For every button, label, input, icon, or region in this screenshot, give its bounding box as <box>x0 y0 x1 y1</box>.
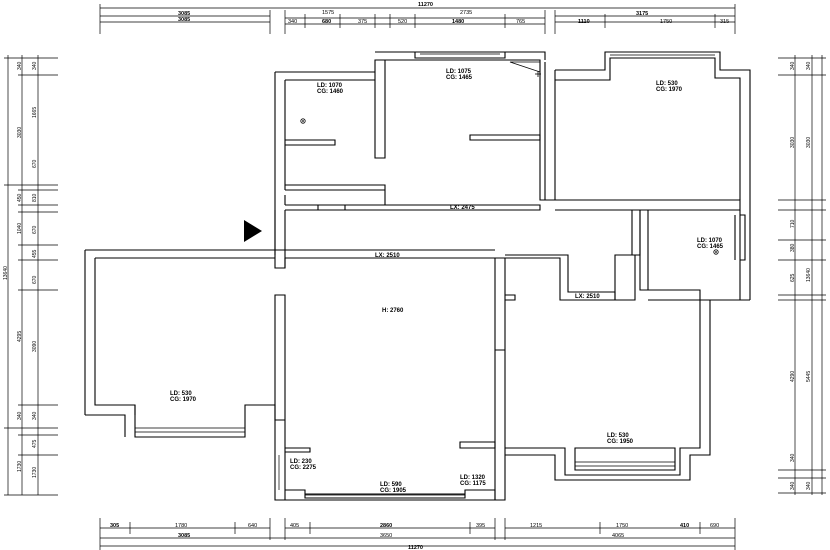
bottom-dim-c: 640 <box>248 523 257 529</box>
r3-cg: CG: 1970 <box>656 87 683 93</box>
right-total-dim: 13640 <box>806 268 812 282</box>
left-dim-18: 1730 <box>32 467 38 478</box>
r4-cg: CG: 1465 <box>697 244 724 250</box>
top-dim-m: 1750 <box>660 19 672 25</box>
right-dim-9: 5445 <box>806 371 812 382</box>
left-dimension-labels: 13640 340 340 1665 3030 670 450 810 1040… <box>3 61 38 478</box>
top-dim-c: 340 <box>288 19 297 25</box>
right-dim-5: 710 <box>790 219 796 228</box>
left-dim-9: 670 <box>32 225 38 234</box>
left-dim-13: 3090 <box>32 341 38 352</box>
right-dim-10: 340 <box>790 453 796 462</box>
top-dim-l: 1110 <box>578 19 590 25</box>
plus-marker-icon <box>535 71 541 77</box>
light-fixture-icon <box>300 118 306 124</box>
right-dim-11: 340 <box>790 481 796 490</box>
r2-cg: CG: 1465 <box>446 75 473 81</box>
bottom-dim-d: 405 <box>290 523 299 529</box>
left-dim-6: 450 <box>17 193 23 202</box>
left-dim-16: 475 <box>32 439 38 448</box>
right-dim-4: 3030 <box>806 137 812 148</box>
left-dim-10: 455 <box>32 249 38 258</box>
top-dim-k: 3175 <box>636 11 648 17</box>
top-dim-a: 3085 <box>178 11 190 17</box>
r2-ld: LD: 1075 <box>446 69 472 75</box>
top-dim-e: 375 <box>358 19 367 25</box>
bottom-dim-g: 1215 <box>530 523 542 529</box>
r6-ld: LD: 530 <box>607 433 629 439</box>
r8-cg: CG: 1905 <box>380 488 407 494</box>
beam-lx-3: LX: 2510 <box>575 294 600 300</box>
bottom-dim-e: 2860 <box>380 523 392 529</box>
right-dim-3: 3030 <box>790 137 796 148</box>
left-dim-14: 340 <box>17 411 23 420</box>
r1-ld: LD: 1070 <box>317 83 343 89</box>
bottom-dim-i: 410 <box>680 523 689 529</box>
beam-lx-2: LX: 2510 <box>375 253 400 259</box>
left-dim-12: 4295 <box>17 331 23 342</box>
entrance-arrow-icon <box>244 220 262 242</box>
left-dim-7: 810 <box>32 193 38 202</box>
bottom-dim-a: 305 <box>110 523 119 529</box>
beam-labels: LX: 2475 LX: 2510 LX: 2510 H: 2760 <box>375 205 600 314</box>
top-dimension-lines <box>99 4 736 34</box>
r5-cg: CG: 1970 <box>170 397 197 403</box>
r5-ld: LD: 530 <box>170 391 192 397</box>
room-labels: LD: 1070 CG: 1460 LD: 1075 CG: 1465 LD: … <box>170 69 724 494</box>
beam-lx-1: LX: 2475 <box>450 205 475 211</box>
r4-ld: LD: 1070 <box>697 238 723 244</box>
walls <box>84 51 751 501</box>
r1-cg: CG: 1460 <box>317 89 344 95</box>
bottom-dim-j: 690 <box>710 523 719 529</box>
top-dim-f: 1575 <box>322 10 334 16</box>
r3-ld: LD: 530 <box>656 81 678 87</box>
right-dim-1: 340 <box>790 61 796 70</box>
r9-ld: LD: 1320 <box>460 475 486 481</box>
top-dim-d: 680 <box>322 19 331 25</box>
left-total-dim: 13640 <box>3 266 9 280</box>
bottom-dim-k: 3085 <box>178 533 190 539</box>
r8-ld: LD: 590 <box>380 482 402 488</box>
right-dim-8: 4290 <box>790 371 796 382</box>
top-dim-i: 765 <box>516 19 525 25</box>
right-dim-12: 340 <box>806 481 812 490</box>
top-total-dim: 11270 <box>418 2 433 8</box>
bottom-dimension-lines <box>99 518 736 550</box>
height-label: H: 2760 <box>382 308 404 314</box>
top-dim-j: 2735 <box>460 10 472 16</box>
left-dim-17: 1730 <box>17 461 23 472</box>
bottom-total-dim: 11270 <box>408 545 423 550</box>
r9-cg: CG: 1175 <box>460 481 486 487</box>
bottom-dim-f: 395 <box>476 523 485 529</box>
left-dim-1: 340 <box>17 61 23 70</box>
bottom-dim-h: 1750 <box>616 523 628 529</box>
left-dim-2: 340 <box>32 61 38 70</box>
bottom-dim-m: 4065 <box>612 533 624 539</box>
right-dim-6: 380 <box>790 243 796 252</box>
top-dim-h: 1480 <box>452 19 464 25</box>
bottom-dim-b: 1780 <box>175 523 187 529</box>
bottom-dim-l: 3650 <box>380 533 392 539</box>
r6-cg: CG: 1950 <box>607 439 634 445</box>
r7-cg: CG: 2275 <box>290 465 317 471</box>
right-dim-7: 625 <box>790 273 796 282</box>
top-dim-g: 520 <box>398 19 407 25</box>
left-dim-5: 670 <box>32 159 38 168</box>
r7-ld: LD: 230 <box>290 459 312 465</box>
left-dim-4: 3030 <box>17 127 23 138</box>
left-dim-15: 340 <box>32 411 38 420</box>
top-dim-n: 315 <box>720 19 729 25</box>
right-dimension-labels: 340 340 3030 3030 710 380 625 13640 4290… <box>790 61 812 490</box>
left-dim-3: 1665 <box>32 107 38 118</box>
left-dimension-lines <box>4 55 58 496</box>
right-dimension-lines <box>778 55 826 495</box>
left-dim-8: 1040 <box>17 223 23 234</box>
light-fixture-icon <box>713 249 719 255</box>
left-dim-11: 670 <box>32 275 38 284</box>
right-dim-2: 340 <box>806 61 812 70</box>
top-dim-b: 3085 <box>178 17 190 23</box>
